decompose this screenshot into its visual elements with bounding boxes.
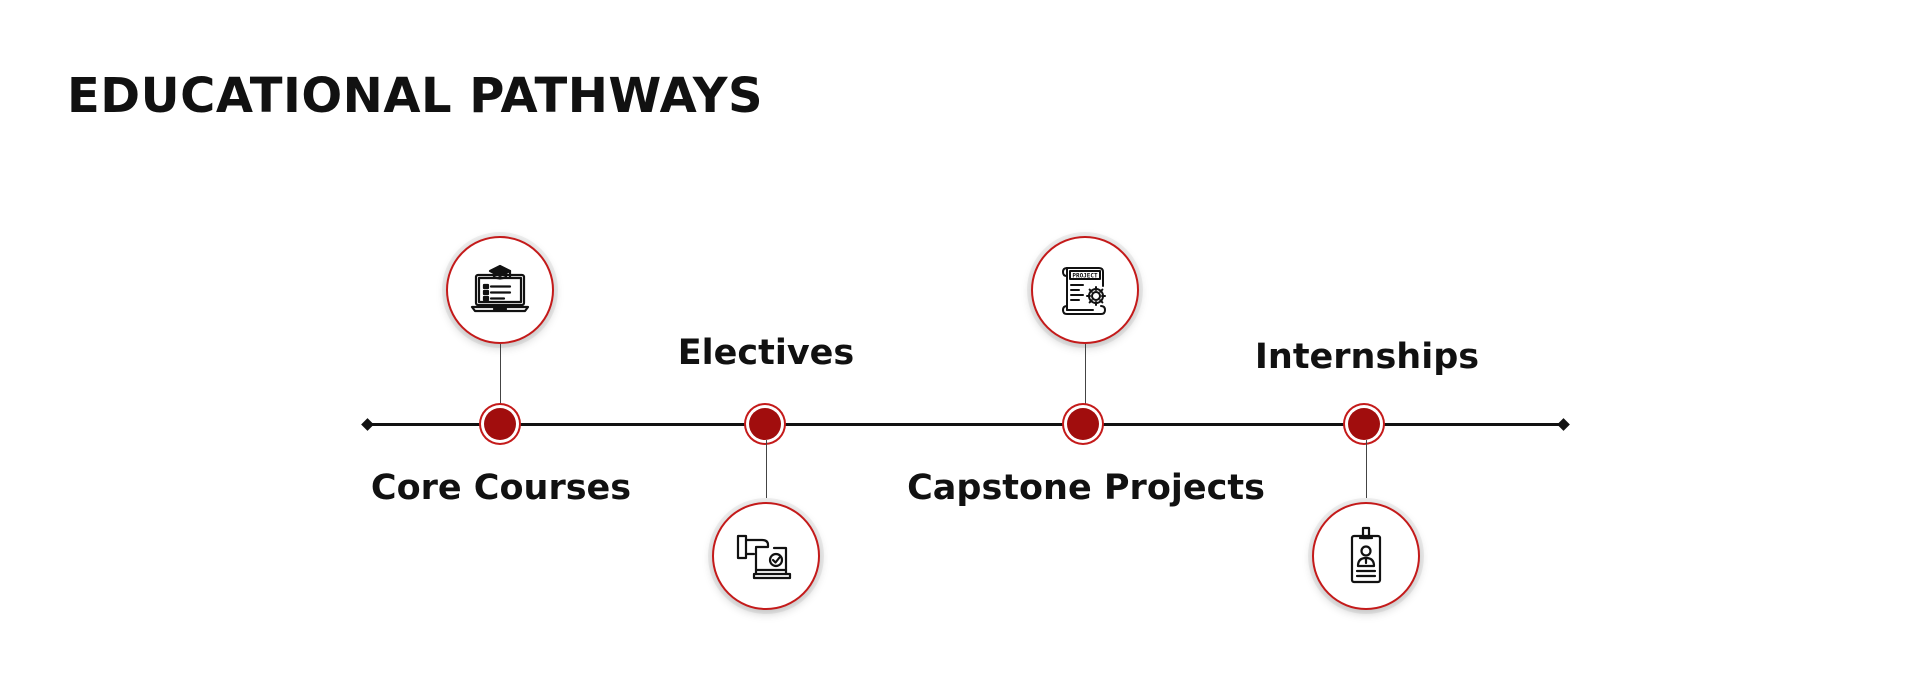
capstone-projects-label: Capstone Projects	[907, 468, 1265, 508]
id-badge-icon	[1350, 526, 1382, 584]
laptop-graduation-cap-icon	[470, 264, 530, 313]
capstone-projects-connector	[1084, 344, 1086, 408]
timeline-start-marker	[361, 417, 374, 431]
core-courses-label: Core Courses	[370, 468, 632, 508]
core-courses-node	[484, 408, 516, 440]
internships-node	[1348, 408, 1380, 440]
hand-ballot-box-icon	[736, 534, 792, 580]
capstone-projects-node	[1067, 408, 1099, 440]
electives-label: Electives	[677, 333, 855, 373]
electives-icon-badge	[712, 502, 820, 610]
capstone-projects-icon-badge: PROJECT	[1031, 236, 1139, 344]
core-courses-icon-badge	[446, 236, 554, 344]
project-icon-text: PROJECT	[1072, 273, 1098, 280]
core-courses-connector	[499, 344, 501, 408]
electives-connector	[765, 440, 767, 502]
timeline-axis	[368, 423, 1564, 426]
project-document-gear-icon: PROJECT	[1062, 267, 1106, 315]
internships-icon-badge	[1312, 502, 1420, 610]
timeline-end-marker	[1557, 417, 1570, 431]
electives-node	[749, 408, 781, 440]
internships-label: Internships	[1254, 337, 1480, 377]
internships-connector	[1365, 440, 1367, 502]
page-title: EDUCATIONAL PATHWAYS	[67, 68, 764, 124]
